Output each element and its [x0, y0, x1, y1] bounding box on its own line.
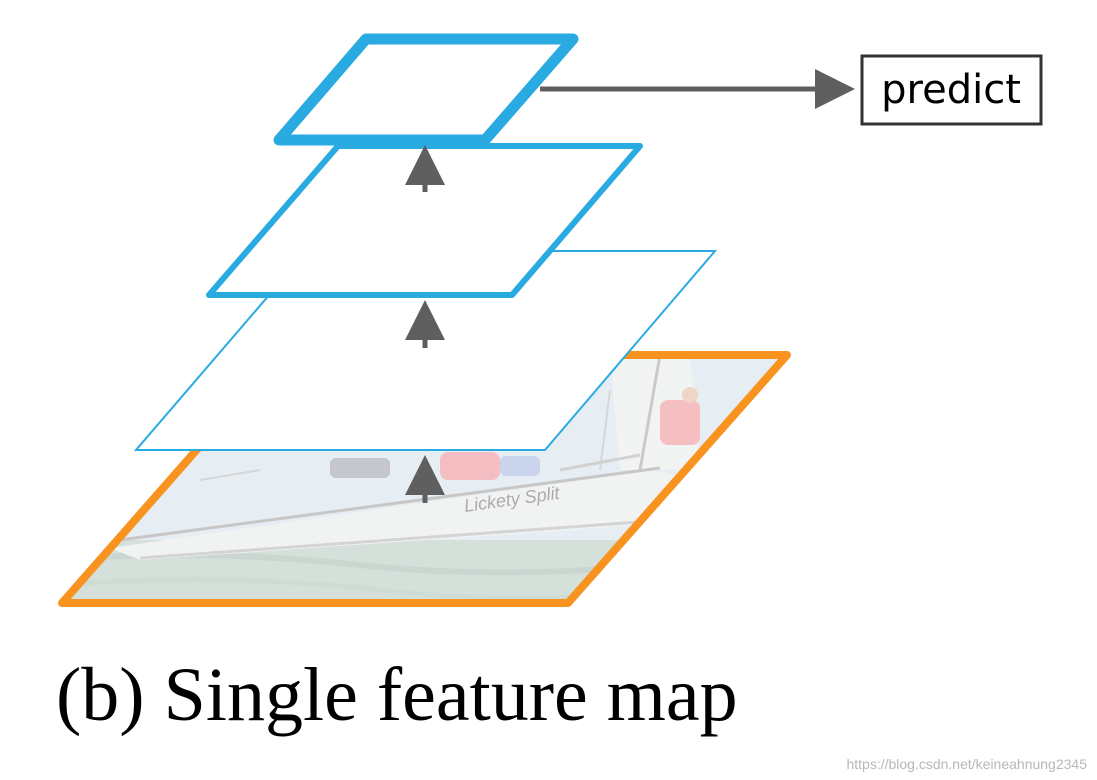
figure-caption: (b) Single feature map	[56, 650, 738, 741]
watermark-url: https://blog.csdn.net/keineahnung2345	[846, 756, 1087, 772]
feature-map-layer-3	[279, 39, 573, 140]
predict-box: predict	[862, 56, 1041, 124]
predict-label: predict	[881, 67, 1021, 113]
